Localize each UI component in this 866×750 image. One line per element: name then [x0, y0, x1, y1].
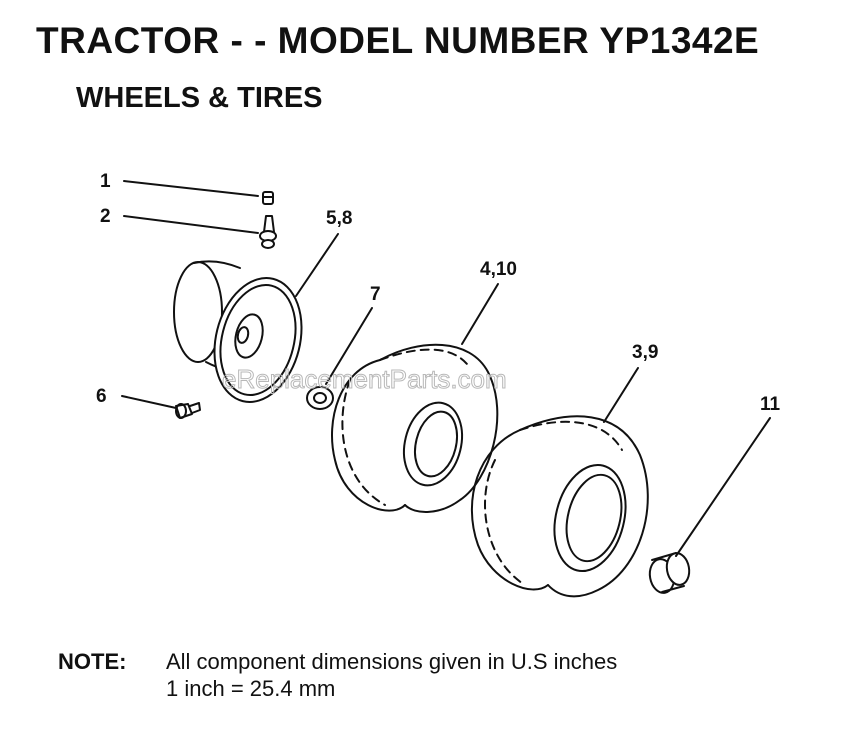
- callout-2: 2: [100, 206, 111, 227]
- leader-line-7: [325, 307, 373, 385]
- leader-line-6: [121, 395, 177, 409]
- note-label: NOTE:: [58, 649, 127, 674]
- valve-cap-part: [262, 191, 274, 205]
- rear-tire-part: [470, 415, 649, 598]
- callout-7: 7: [370, 284, 381, 305]
- leader-line-3-9: [603, 367, 639, 423]
- wheel-rim-part: [173, 260, 303, 403]
- leader-line-4-10: [461, 283, 499, 345]
- leader-line-11: [675, 417, 771, 557]
- lug-screw-part: [175, 402, 201, 419]
- page-title: TRACTOR - - MODEL NUMBER YP1342E: [36, 20, 760, 61]
- callout-1: 1: [100, 171, 111, 192]
- washer-part: [306, 386, 334, 410]
- callout-3-9: 3,9: [632, 342, 658, 363]
- callout-6: 6: [96, 386, 107, 407]
- leader-line-5-8: [295, 233, 339, 297]
- callout-5-8: 5,8: [326, 208, 352, 229]
- section-subtitle: WHEELS & TIRES: [76, 82, 323, 114]
- bushing-part: [648, 552, 691, 594]
- watermark-text: eReplacementParts.com: [222, 364, 507, 394]
- leader-line-2: [123, 215, 259, 234]
- note-text-1: All component dimensions given in U.S in…: [166, 649, 618, 674]
- leader-line-1: [123, 180, 259, 197]
- valve-stem-part: [259, 215, 277, 249]
- note-text-2: 1 inch = 25.4 mm: [166, 676, 336, 701]
- front-tire-part: [331, 343, 499, 513]
- callout-4-10: 4,10: [480, 259, 517, 280]
- note-block: NOTE: All component dimensions given in U…: [58, 648, 617, 702]
- callout-11: 11: [760, 394, 781, 415]
- note-line-1: NOTE: All component dimensions given in U…: [58, 648, 617, 675]
